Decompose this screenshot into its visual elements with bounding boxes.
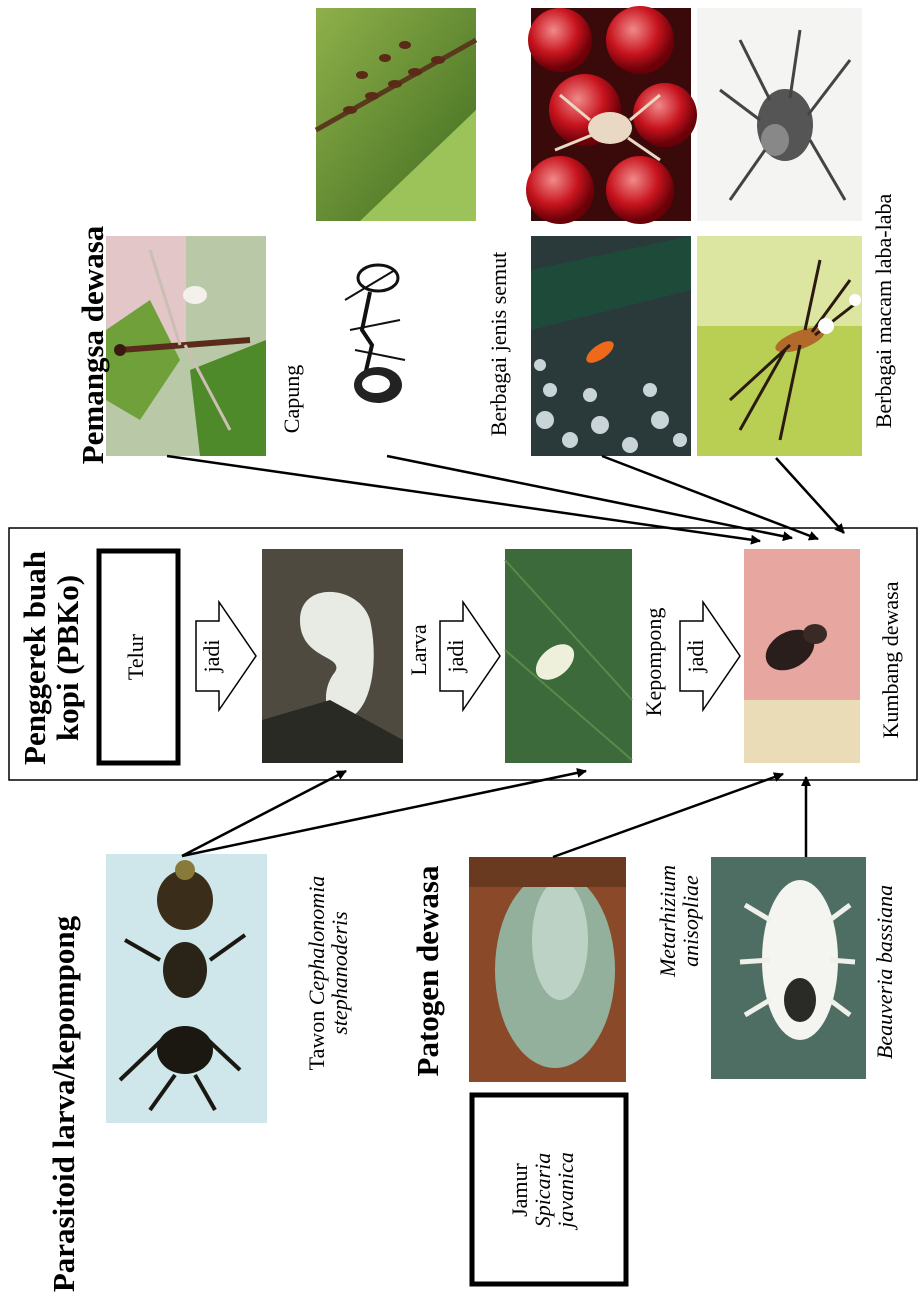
pbko-title-line1: Penggerek buah <box>19 538 52 778</box>
photo-orange-ant <box>531 236 691 456</box>
arrow-spider-to-adult <box>776 458 844 533</box>
label-wasp-line1: Tawon Cephalonomia <box>305 838 328 1108</box>
label-metarhizium: Metarhizium anisopliae <box>656 851 712 991</box>
label-metarhizium-species: anisopliae <box>679 851 702 991</box>
label-wasp: Tawon Cephalonomia stephanoderis <box>305 838 361 1108</box>
label-metarhizium-genus: Metarhizium <box>656 851 679 991</box>
photo-coffee-berries-spider <box>526 6 697 224</box>
photo-ant-drawing <box>345 265 405 403</box>
photo-orb-spider <box>697 236 862 456</box>
photo-ants-on-leaf <box>316 8 476 221</box>
label-spicaria: Jamur Spicaria javanica <box>508 1135 592 1245</box>
label-wasp-prefix: Tawon <box>304 1011 329 1071</box>
pbko-title: Penggerek buah kopi (PBKo) <box>19 538 91 778</box>
predators-heading: Pemangsa dewasa <box>77 215 117 475</box>
photo-wasp-parasitoid <box>106 854 267 1123</box>
photo-beauveria <box>711 857 866 1079</box>
label-jadi-1: jadi <box>200 628 228 684</box>
label-dragonfly: Capung <box>280 354 308 444</box>
label-wasp-species: stephanoderis <box>328 838 351 1108</box>
label-egg: Telur <box>124 617 154 697</box>
label-adult: Kumbang dewasa <box>879 575 907 745</box>
label-pupa: Kepompong <box>642 597 670 727</box>
photo-pupa <box>505 549 632 763</box>
label-larva: Larva <box>407 610 435 690</box>
label-ants: Berbagai jenis semut <box>487 234 515 454</box>
parasitoid-heading: Parasitoid larva/kepompong <box>48 894 88 1314</box>
photo-metarhizium <box>469 857 626 1082</box>
label-spicaria-species: javanica <box>554 1135 577 1245</box>
label-spicaria-prefix: Jamur <box>508 1135 531 1245</box>
label-spiders: Berbagai macam laba-laba <box>872 176 900 446</box>
arrow-metarhizium-to-adult <box>553 774 783 857</box>
photo-larva <box>262 549 403 763</box>
label-jadi-2: jadi <box>444 628 472 684</box>
arrow-wasp-to-pupa <box>182 771 586 856</box>
pathogens-heading: Patogen dewasa <box>412 861 452 1081</box>
photo-spider-white <box>697 8 862 221</box>
label-jadi-3: jadi <box>684 628 712 684</box>
label-spicaria-genus: Spicaria <box>531 1135 554 1245</box>
pbko-title-line2: kopi (PBKo) <box>52 538 85 778</box>
photo-adult-beetle <box>744 549 860 763</box>
label-beauveria: Beauveria bassiana <box>873 882 901 1062</box>
photo-dragonfly <box>106 236 266 456</box>
label-wasp-genus: Cephalonomia <box>304 876 329 1006</box>
